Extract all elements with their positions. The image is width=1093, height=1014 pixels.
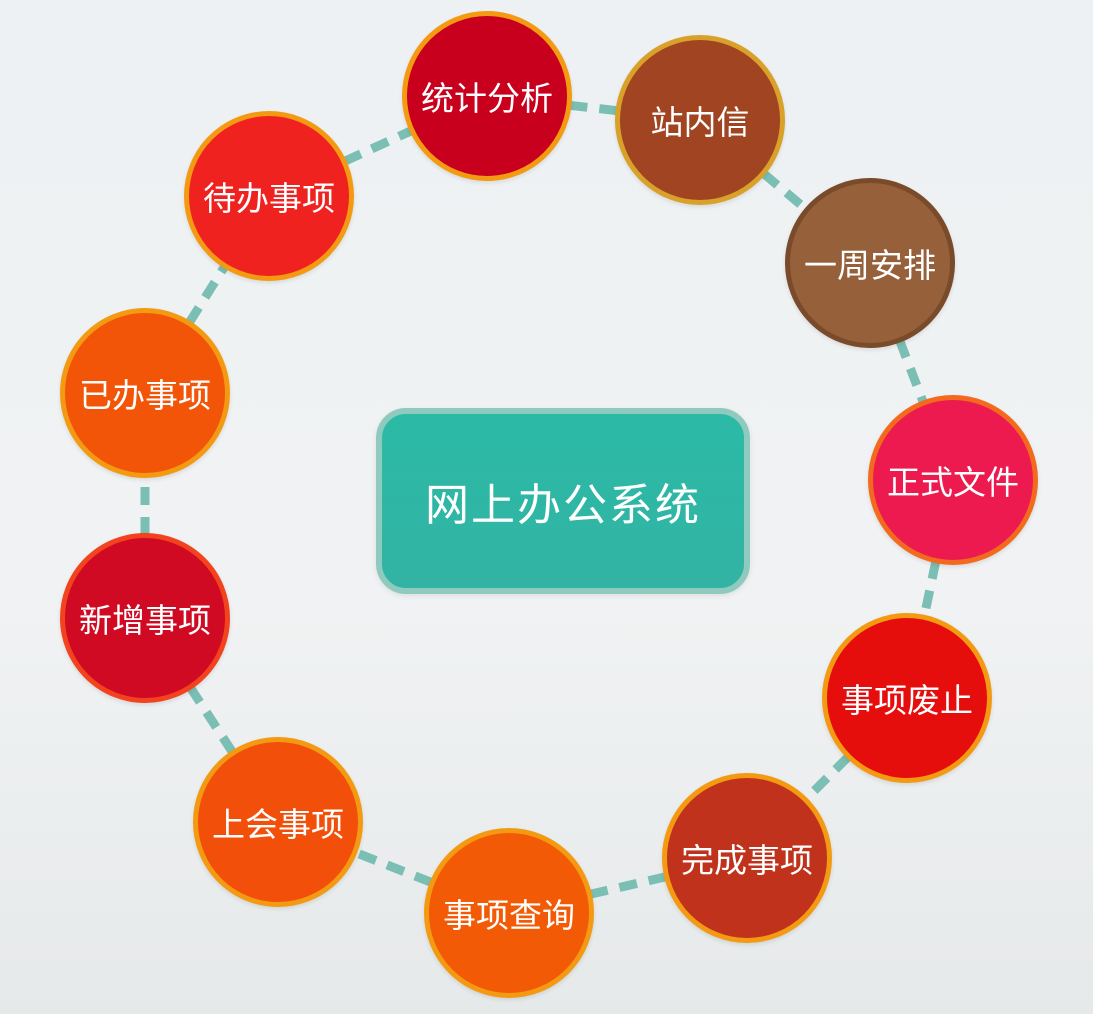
node-official-document[interactable]: 正式文件 [868,395,1038,565]
node-todo-items[interactable]: 待办事项 [184,111,354,281]
connector-zhengshi [919,560,941,618]
connector-daiban [342,126,414,166]
center-title: 网上办公系统 [425,480,701,531]
node-weekly-schedule[interactable]: 一周安排 [785,178,955,348]
node-label: 新增事项 [79,601,211,640]
node-item-abolish[interactable]: 事项废止 [822,613,992,783]
connector-tongji [568,100,619,116]
node-label: 待办事项 [203,179,335,218]
node-label: 统计分析 [421,79,553,118]
node-label: 已办事项 [79,376,211,415]
center-title-box: 网上办公系统 [376,408,750,594]
node-item-query[interactable]: 事项查询 [424,828,594,998]
connector-wancheng [588,872,668,899]
node-label: 一周安排 [804,246,936,285]
connector-shanghui [186,685,237,755]
node-new-items[interactable]: 新增事项 [60,533,230,703]
connector-zhannei [760,169,810,214]
node-label: 完成事项 [681,841,813,880]
connector-chaxun [353,848,434,887]
connector-yizhou [895,338,928,405]
node-label: 事项查询 [443,896,575,935]
connector-feizhi [802,753,852,803]
node-internal-message[interactable]: 站内信 [615,35,785,205]
node-meeting-items[interactable]: 上会事项 [193,737,363,907]
node-done-items[interactable]: 已办事项 [60,308,230,478]
node-label: 正式文件 [887,463,1019,502]
node-label: 上会事项 [212,805,344,844]
node-completed-items[interactable]: 完成事项 [662,773,832,943]
node-label: 站内信 [650,103,750,142]
node-label: 事项废止 [841,681,973,720]
node-statistics[interactable]: 统计分析 [402,11,572,181]
connector-yiban [185,263,229,326]
